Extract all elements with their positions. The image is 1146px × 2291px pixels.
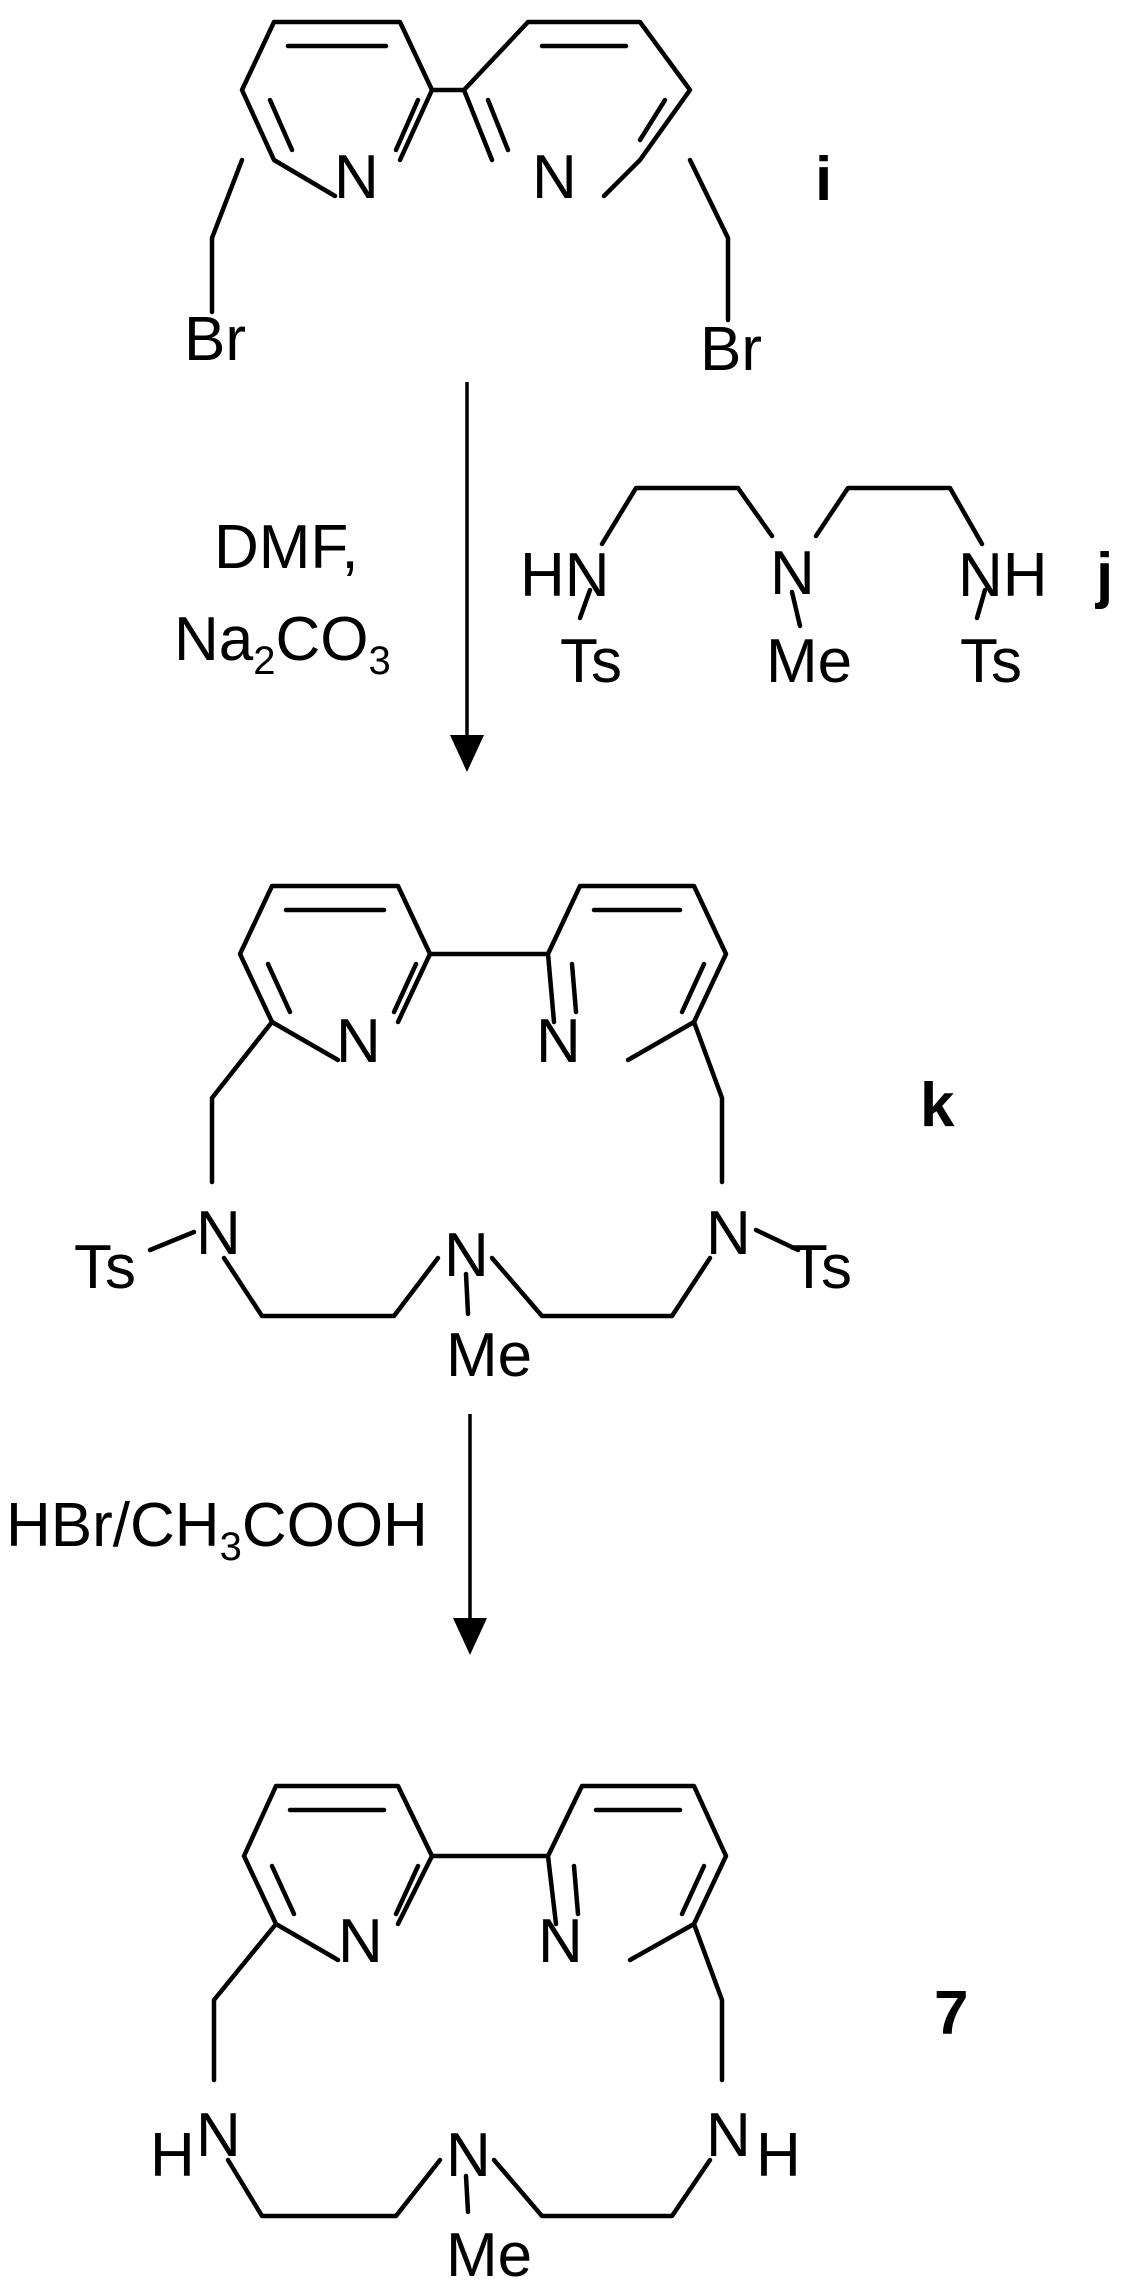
compound-j-atom-n-mid: N	[770, 539, 815, 608]
condition-1-co: CO	[276, 605, 369, 674]
compound-7-atom-n-py-left: N	[338, 1907, 383, 1976]
compound-j-atom-hn: HN	[520, 541, 610, 610]
compound-7-atom-h-right: H	[756, 2121, 801, 2190]
compound-7-atom-h-left: H	[150, 2121, 195, 2190]
compound-i-atom-n-right: N	[532, 143, 577, 212]
compound-j-label: j	[1095, 541, 1113, 610]
compound-j-atom-ts-left: Ts	[560, 627, 622, 696]
compound-7-label: 7	[934, 1979, 968, 2048]
compound-7-atom-n-left: N	[196, 2101, 241, 2170]
condition-1-line-1: DMF,	[214, 513, 359, 582]
compound-k-label: k	[920, 1071, 955, 1140]
compound-j-structure	[577, 485, 988, 629]
compound-k-atom-ts-right: Ts	[790, 1233, 852, 1302]
compound-k-atom-n-py-left: N	[336, 1007, 381, 1076]
compound-i-atom-br-right: Br	[700, 315, 762, 384]
compound-7-atom-n-py-right: N	[538, 1907, 583, 1976]
condition-1-line-2: Na2CO3	[174, 605, 391, 683]
condition-1-sub-3: 3	[369, 639, 391, 683]
condition-2: HBr/CH3COOH	[6, 1491, 428, 1569]
reaction-arrow-1-head	[450, 735, 484, 772]
compound-7-atom-n-right: N	[706, 2101, 751, 2170]
compound-k-atom-n-left: N	[196, 1199, 241, 1268]
condition-1-sub-2: 2	[253, 639, 275, 683]
condition-1-na: Na	[174, 605, 254, 674]
compound-7-atom-n-mid: N	[446, 2121, 491, 2190]
compound-i-label: i	[815, 145, 832, 214]
compound-i-atom-n-left: N	[334, 143, 379, 212]
compound-k-atom-ts-left: Ts	[74, 1233, 136, 1302]
condition-2-hbr-ch: HBr/CH	[6, 1491, 220, 1560]
reaction-arrow-2-head	[453, 1618, 487, 1655]
compound-k-atom-n-mid: N	[444, 1221, 489, 1290]
compound-k-atom-n-py-right: N	[536, 1007, 581, 1076]
compound-7-structure	[211, 1783, 729, 2219]
compound-j-atom-nh: NH	[958, 541, 1048, 610]
condition-2-sub-3: 3	[220, 1525, 242, 1569]
compound-k-structure	[147, 883, 801, 1319]
compound-i-structure	[209, 19, 731, 323]
compound-j-atom-ts-right: Ts	[960, 627, 1022, 696]
compound-k-atom-n-right: N	[706, 1199, 751, 1268]
compound-i-atom-br-left: Br	[184, 305, 246, 374]
compound-k-atom-me: Me	[446, 1321, 532, 1390]
compound-j-atom-me: Me	[766, 627, 852, 696]
compound-7-atom-me: Me	[446, 2221, 532, 2290]
condition-2-cooh: COOH	[242, 1491, 428, 1560]
